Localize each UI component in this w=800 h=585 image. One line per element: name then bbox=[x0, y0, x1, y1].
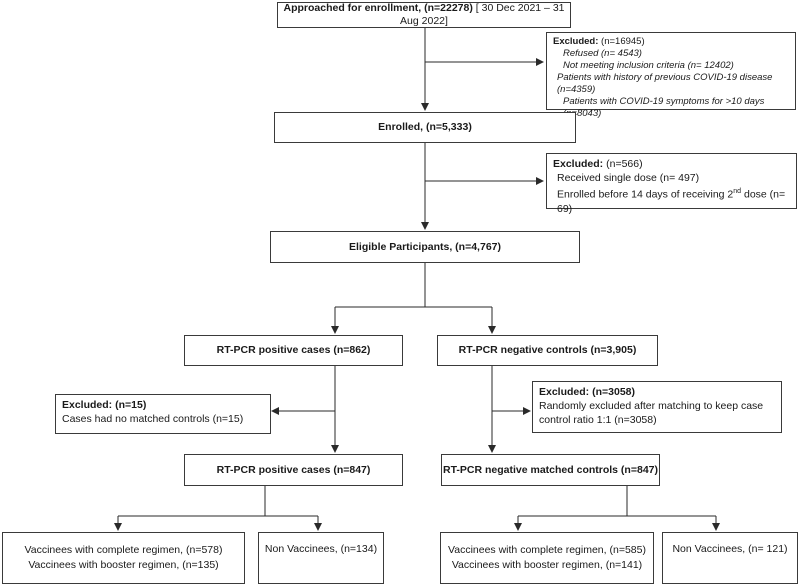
negative-vaccinees-box: Vaccinees with complete regimen, (n=585)… bbox=[440, 532, 654, 584]
excluded2-item-single-dose: Received single dose (n= 497) bbox=[557, 172, 700, 184]
excluded-box-4: Excluded: (n=3058) Randomly excluded aft… bbox=[532, 381, 782, 433]
positive-matched-box: RT-PCR positive cases (n=847) bbox=[184, 454, 403, 486]
positive-vaccinees-box: Vaccinees with complete regimen, (n=578)… bbox=[2, 532, 245, 584]
approached-box: Approached for enrollment, (n=22278) [ 3… bbox=[277, 2, 571, 28]
excluded-box-3: Excluded: (n=15) Cases had no matched co… bbox=[55, 394, 271, 434]
negative-label: RT-PCR negative controls (n=3,905) bbox=[458, 344, 637, 356]
excluded2-item2-sup: nd bbox=[733, 188, 742, 195]
negative-non-vaccinees-box: Non Vaccinees, (n= 121) bbox=[662, 532, 798, 584]
enrolled-box: Enrolled, (n=5,333) bbox=[274, 112, 576, 143]
negative-matched-label: RT-PCR negative matched controls (n=847) bbox=[442, 463, 658, 476]
eligible-label: Eligible Participants, (n=4,767) bbox=[348, 240, 501, 253]
negative-vaccinees-complete: Vaccinees with complete regimen, (n=585) bbox=[448, 544, 646, 556]
positive-non-vaccinees-label: Non Vaccinees, (n=134) bbox=[264, 542, 378, 555]
negative-matched-box: RT-PCR negative matched controls (n=847) bbox=[441, 454, 660, 486]
excluded4-title: Excluded: (n=3058) bbox=[539, 386, 635, 398]
negative-non-vaccinees-label: Non Vaccinees, (n= 121) bbox=[672, 542, 788, 555]
approached-dates: [ 30 Dec 2021 – 31 Aug 2022] bbox=[400, 2, 565, 27]
excluded1-title: Excluded: bbox=[553, 36, 599, 47]
excluded1-item: Patients with history of previous COVID-… bbox=[557, 72, 773, 95]
excluded3-title: Excluded: (n=15) bbox=[62, 399, 147, 411]
excluded2-item2-post: dose (n= 69) bbox=[557, 188, 786, 215]
positive-non-vaccinees-box: Non Vaccinees, (n=134) bbox=[258, 532, 384, 584]
approached-label: Approached for enrollment, (n=22278) bbox=[283, 2, 473, 14]
negative-vaccinees-booster: Vaccinees with booster regimen, (n=141) bbox=[451, 559, 643, 571]
excluded-box-2: Excluded: (n=566) Received single dose (… bbox=[546, 153, 797, 215]
excluded1-item: Not meeting inclusion criteria (n= 12402… bbox=[563, 60, 734, 71]
excluded3-text: Cases had no matched controls (n=15) bbox=[62, 413, 244, 425]
positive-matched-label: RT-PCR positive cases (n=847) bbox=[216, 463, 371, 476]
positive-label: RT-PCR positive cases (n=862) bbox=[216, 344, 371, 356]
excluded1-item: Patients with COVID-19 symptoms for >10 … bbox=[563, 96, 765, 119]
positive-cases-box: RT-PCR positive cases (n=862) bbox=[184, 335, 403, 366]
excluded2-item-early: Enrolled before 14 days of receiving 2nd… bbox=[553, 185, 790, 216]
positive-vaccinees-complete: Vaccinees with complete regimen, (n=578) bbox=[24, 544, 223, 556]
negative-controls-box: RT-PCR negative controls (n=3,905) bbox=[437, 335, 658, 366]
excluded1-count: (n=16945) bbox=[601, 36, 645, 47]
excluded2-title: Excluded: bbox=[553, 158, 604, 170]
excluded2-item2-pre: Enrolled before 14 days of receiving 2 bbox=[557, 188, 734, 201]
excluded-box-1: Excluded: (n=16945) Refused (n= 4543) No… bbox=[546, 32, 796, 119]
eligible-box: Eligible Participants, (n=4,767) bbox=[270, 231, 580, 263]
positive-vaccinees-booster: Vaccinees with booster regimen, (n=135) bbox=[28, 559, 219, 571]
enrolled-label: Enrolled, (n=5,333) bbox=[378, 121, 472, 133]
excluded1-item: Refused (n= 4543) bbox=[563, 48, 642, 59]
excluded4-text: Randomly excluded after matching to keep… bbox=[539, 400, 764, 426]
excluded2-count: (n=566) bbox=[606, 158, 643, 170]
